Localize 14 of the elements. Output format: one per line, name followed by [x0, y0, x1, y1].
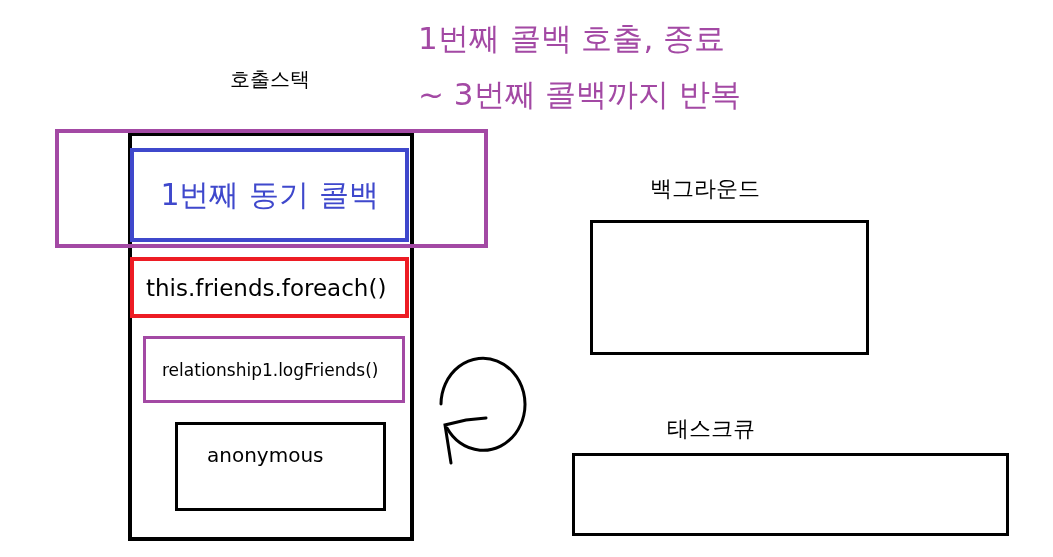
frame-label: 1번째 동기 콜백 [159, 175, 380, 214]
stack-frame-box [143, 336, 405, 403]
frame-label: anonymous [207, 443, 324, 467]
note-text: 1번째 콜백 호출, 종료 [418, 19, 726, 58]
highlight-box [55, 129, 488, 248]
heading: 태스크큐 [667, 415, 755, 443]
stack-frame-box [175, 422, 386, 511]
stack-frame-box [130, 148, 409, 242]
heading: 호출스택 [230, 66, 310, 93]
stack-frame-box [130, 257, 409, 318]
heading: 백그라운드 [650, 175, 760, 203]
frame-label: this.friends.foreach() [146, 274, 387, 301]
frame-label: relationship1.logFriends() [162, 359, 379, 380]
note-text: ~ 3번째 콜백까지 반복 [418, 75, 742, 114]
